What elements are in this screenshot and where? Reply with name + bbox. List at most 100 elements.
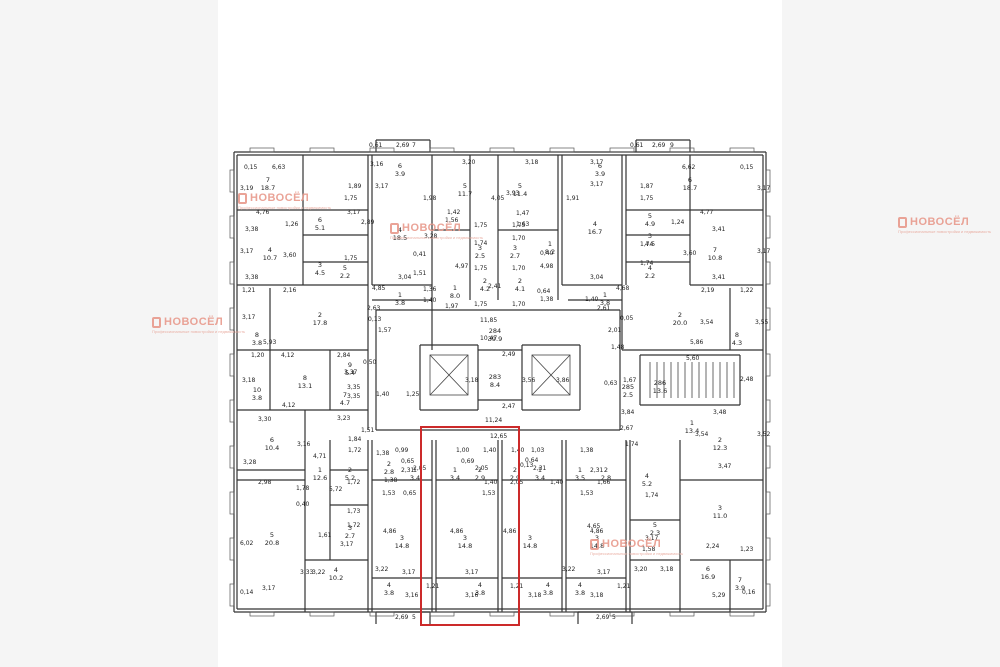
dimension-label: 4,68: [616, 285, 630, 292]
room-number: 2: [718, 436, 722, 444]
dimension-label: 3,20: [634, 566, 648, 573]
dimension-label: 0,65: [401, 458, 415, 465]
room-number: 7: [266, 176, 270, 184]
room-area: 3.9: [395, 170, 405, 178]
dimension-label: 1,74: [474, 240, 488, 247]
dimension-label: 2,69: [596, 614, 610, 621]
room-number: 7: [738, 576, 742, 584]
room-area: 2.8: [384, 468, 394, 476]
room-number: 3: [528, 534, 532, 542]
dimension-label: 3,86: [556, 377, 570, 384]
dimension-label: 3,48: [713, 409, 727, 416]
selected-apartment-highlight[interactable]: [420, 426, 520, 626]
room-number: 3: [318, 261, 322, 269]
brand-icon: [390, 222, 399, 234]
dimension-label: 1,00: [456, 447, 470, 454]
room-area: 4.5: [315, 269, 325, 277]
dimension-label: 2,69: [652, 142, 666, 149]
room-area: 16.7: [588, 228, 602, 236]
room-number: 10: [253, 386, 261, 394]
dimension-label: 3,33: [300, 569, 314, 576]
watermark-brand: НОВОСЁЛ: [402, 222, 462, 234]
dimension-label: 4,85: [372, 285, 386, 292]
dimension-label: 0,13: [520, 462, 534, 469]
room-number: 6: [688, 176, 692, 184]
dimension-label: 1,70: [512, 301, 526, 308]
room-area: 12.3: [713, 444, 727, 452]
room-area: 14.8: [523, 542, 537, 550]
dimension-label: 4,86: [383, 528, 397, 535]
dimension-label: 3,93: [506, 190, 520, 197]
watermark-logo: НОВОСЁЛ Профессиональные новостройки и н…: [238, 192, 331, 210]
dimension-label: 2,49: [502, 351, 516, 358]
dimension-label: 1,75: [344, 255, 358, 262]
room-area: 20.0: [673, 319, 687, 327]
dimension-label: 0,15: [740, 164, 754, 171]
dimension-label: 1,57: [378, 327, 392, 334]
dimension-label: 1,75: [512, 222, 526, 229]
dimension-label: 1,20: [251, 352, 265, 359]
room-area: 3.8: [252, 339, 262, 347]
room-area: 12.6: [313, 474, 327, 482]
room-number: 3: [463, 534, 467, 542]
room-number: 4: [578, 581, 582, 589]
dimension-label: 1,38: [540, 296, 554, 303]
room-area: 5.4: [345, 369, 355, 377]
dimension-label: 11,24: [485, 417, 502, 424]
dimension-label: 3,17: [597, 569, 611, 576]
watermark-brand: НОВОСЁЛ: [602, 538, 662, 550]
dimension-label: 2,31: [590, 467, 604, 474]
dimension-label: 1,72: [347, 479, 361, 486]
room-area: 5.1: [315, 224, 325, 232]
watermark-subtitle: Профессиональные новостройки и недвижимо…: [590, 551, 684, 556]
room-number: 3: [595, 534, 599, 542]
room-number: 1: [578, 466, 582, 474]
room-number: 2: [387, 460, 391, 468]
dimension-label: 1,21: [617, 583, 631, 590]
dimension-label: 0,61: [369, 142, 383, 149]
room-number: 2: [678, 311, 682, 319]
room-area: 2.5: [623, 391, 633, 399]
dimension-label: 0,99: [395, 447, 409, 454]
dimension-label: 5,86: [690, 339, 704, 346]
room-number: 4: [268, 246, 272, 254]
dimension-label: 1,23: [740, 546, 754, 553]
dimension-label: 2,05: [475, 465, 489, 472]
dimension-label: 2,31: [401, 467, 415, 474]
room-number: 3: [648, 232, 652, 240]
dimension-label: 3,22: [375, 566, 389, 573]
room-number: 2: [483, 277, 487, 285]
room-area: 17.8: [313, 319, 327, 327]
dimension-label: 3,18: [465, 377, 479, 384]
room-number: 5: [270, 531, 274, 539]
dimension-label: 4,76: [256, 209, 270, 216]
dimension-label: 1,38: [384, 477, 398, 484]
room-area: 3.9: [735, 584, 745, 592]
dimension-label: 1,70: [512, 265, 526, 272]
dimension-label: 6,02: [240, 540, 254, 547]
dimension-label: 4,12: [282, 402, 296, 409]
dimension-label: 1,75: [474, 222, 488, 229]
dimension-label: 1,40: [423, 297, 437, 304]
dimension-label: 4,12: [281, 352, 295, 359]
dimension-label: 0,64: [525, 457, 539, 464]
room-area: 10.7: [263, 254, 277, 262]
dimension-label: 2,69: [395, 614, 409, 621]
dimension-label: 0,63: [604, 380, 618, 387]
room-number: 8: [735, 331, 739, 339]
room-number: 6: [598, 162, 602, 170]
dimension-label: 3,18: [590, 592, 604, 599]
dimension-label: 5,72: [329, 486, 343, 493]
room-number: 1: [453, 466, 457, 474]
dimension-label: 1,75: [344, 195, 358, 202]
room-area: 13.4: [685, 427, 699, 435]
room-area: 2.9: [475, 474, 485, 482]
dimension-label: 12,65: [490, 433, 507, 440]
dimension-label: 5,29: [712, 592, 726, 599]
dimension-label: 6,63: [272, 164, 286, 171]
dimension-label: 3,54: [700, 319, 714, 326]
brand-icon: [590, 538, 599, 550]
dimension-label: 0,16: [742, 589, 756, 596]
dimension-label: 1,63: [516, 221, 530, 228]
